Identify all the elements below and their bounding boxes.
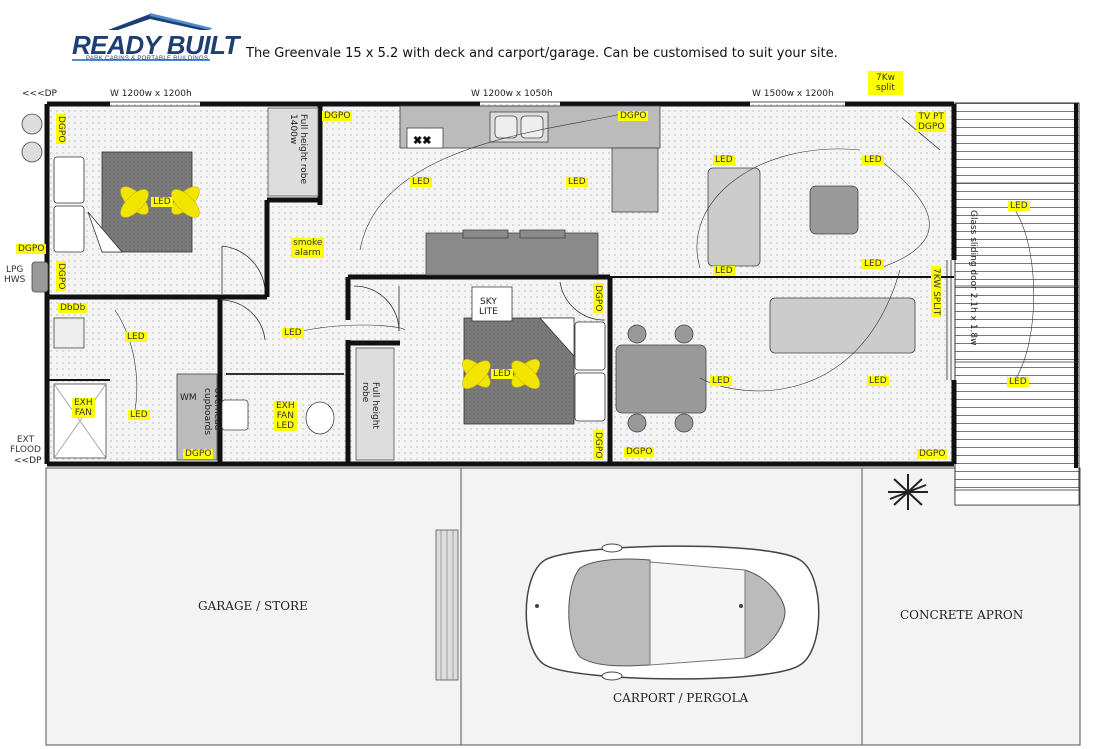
plant-icon xyxy=(888,474,928,510)
ac-unit-icon xyxy=(21,113,49,293)
dgpo-tag: DGPO xyxy=(322,111,353,121)
garage-label: GARAGE / STORE xyxy=(198,599,308,613)
downpipe-marker: <<<DP xyxy=(22,89,57,99)
skylight xyxy=(471,286,513,322)
overhead-cupboards-label: overhead cupboards xyxy=(202,388,222,436)
led-tag: LED xyxy=(710,376,732,386)
led-tag: LED xyxy=(862,155,884,165)
led-tag: LED xyxy=(151,197,173,207)
led-tag: LED xyxy=(862,259,884,269)
brand-tagline: PARK CABINS & PORTABLE BUILDINGS xyxy=(86,56,209,62)
ceiling-fan-icon xyxy=(120,186,200,218)
robe-2-label: Full height robe xyxy=(360,382,380,429)
led-tag: LED xyxy=(128,410,150,420)
dgpo-tag: DGPO xyxy=(917,449,948,459)
dgpo-tag: DGPO xyxy=(618,111,649,121)
lounge-furniture xyxy=(615,117,941,433)
led-tag: LED xyxy=(1007,377,1029,387)
led-tag: LED xyxy=(566,177,588,187)
led-tag: LED xyxy=(713,155,735,165)
robe-1-label: Full height robe 1400w xyxy=(288,114,308,185)
deck-area xyxy=(954,102,1080,506)
door-swings xyxy=(219,245,606,341)
dgpo-tag: DGPO xyxy=(16,244,47,254)
glass-door-label: Glass sliding door 2.1h x 1.8w xyxy=(968,210,978,346)
interior-walls xyxy=(47,104,613,464)
svg-text:✖✖: ✖✖ xyxy=(413,134,431,147)
ceiling-fan-icon xyxy=(462,359,540,389)
led-tag: LED xyxy=(713,266,735,276)
logo-roof-icon xyxy=(72,13,212,61)
car-icon xyxy=(525,543,820,681)
carport-label: CARPORT / PERGOLA xyxy=(613,691,749,705)
led-tag: LED xyxy=(410,177,432,187)
dgpo-tag: DGPO xyxy=(593,283,603,314)
dgpo-tag: DGPO xyxy=(624,447,655,457)
dgpo-tag: DGPO xyxy=(183,449,214,459)
window-label-2: W 1200w x 1050h xyxy=(471,89,553,99)
robe-1 xyxy=(267,107,319,197)
led-tag: LED xyxy=(125,332,147,342)
led-tag: LED xyxy=(282,328,304,338)
brand-logo: READY BUILT xyxy=(72,30,239,60)
led-tag: LED xyxy=(1008,201,1030,211)
robe-2 xyxy=(355,347,395,461)
apron-label: CONCRETE APRON xyxy=(900,608,1024,622)
kitchen: ✖✖ xyxy=(399,105,661,276)
dbdb-tag: DbDb xyxy=(58,303,88,313)
led-tag: LED xyxy=(867,376,889,386)
window-label-3: W 1500w x 1200h xyxy=(752,89,834,99)
page-title: The Greenvale 15 x 5.2 with deck and car… xyxy=(246,46,838,61)
exterior-walls xyxy=(44,101,957,467)
downpipe-marker-bottom: <<DP xyxy=(14,456,42,466)
washing-machine-label: WM xyxy=(180,393,197,403)
bed-2 xyxy=(463,317,606,425)
led-tag: LED xyxy=(491,369,513,379)
window-label-1: W 1200w x 1200h xyxy=(110,89,192,99)
bathroom-fixtures xyxy=(53,317,344,461)
split-7kw-side-tag: 7KW SPLIT xyxy=(931,266,941,318)
dgpo-tag: DGPO xyxy=(593,430,603,461)
dgpo-tag: DGPO xyxy=(56,114,66,145)
dgpo-tag: DGPO xyxy=(56,261,66,292)
